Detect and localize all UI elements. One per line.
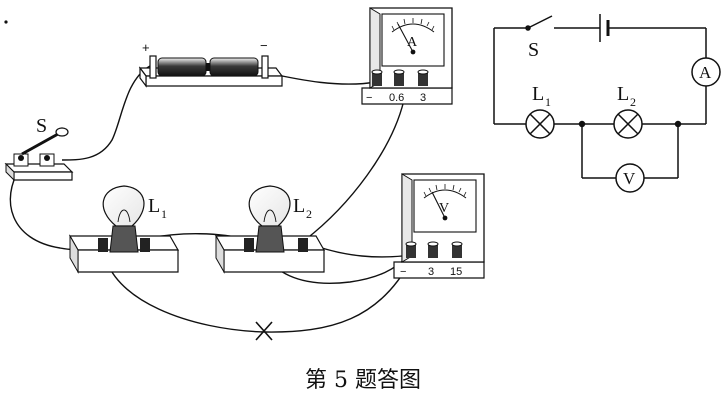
battery-minus-label: − [260,38,268,53]
battery-cell-2 [209,57,259,77]
lamp-l2: L 2 [214,185,326,274]
stray-dot [4,20,8,24]
ammeter-terminal-06: 0.6 [389,92,404,104]
wire-battery-switch [61,65,151,161]
battery-holder: + − [138,38,284,88]
schematic-lamp2-label: L [617,83,629,105]
lamp2-subscript: 2 [306,207,312,221]
voltmeter-terminal-neg: − [400,266,406,278]
lamp1-label: L [148,195,160,217]
lamp2-label: L [293,195,305,217]
battery-plus-label: + [142,40,150,55]
lamp1-subscript: 1 [161,207,167,221]
schematic-switch-label: S [528,39,539,61]
ammeter-terminals [371,69,429,86]
schematic-voltmeter-label: V [623,169,636,188]
schematic-ammeter-label: A [699,63,712,82]
wires [9,65,431,333]
schematic-lamp1-label: L [532,83,544,105]
schematic-lamp2-subscript: 2 [630,95,636,109]
schematic-lamp1-subscript: 1 [545,95,551,109]
voltmeter-terminal-15: 15 [450,266,462,278]
voltmeter-terminal-3: 3 [428,266,434,278]
ammeter-terminal-neg: − [366,92,372,104]
wire-battery-ammeter [267,72,377,85]
schematic [493,14,721,193]
battery-cell-1 [157,57,207,77]
voltmeter-terminals [405,241,463,258]
ammeter: A − 0.6 3 [361,7,453,105]
wire-ammeter-lamp2 [304,99,405,241]
voltmeter-symbol: V [439,201,449,216]
schematic-switch-blade [527,15,553,29]
switch: S [4,115,74,182]
cross-mark-icon [255,321,273,341]
figure-caption: 第 5 题答图 [305,368,421,393]
switch-label: S [36,115,47,137]
ammeter-terminal-3: 3 [420,92,426,104]
ammeter-symbol: A [407,35,418,50]
lamp-l1: L 1 [68,185,180,274]
voltmeter: V − 3 15 [393,173,485,279]
